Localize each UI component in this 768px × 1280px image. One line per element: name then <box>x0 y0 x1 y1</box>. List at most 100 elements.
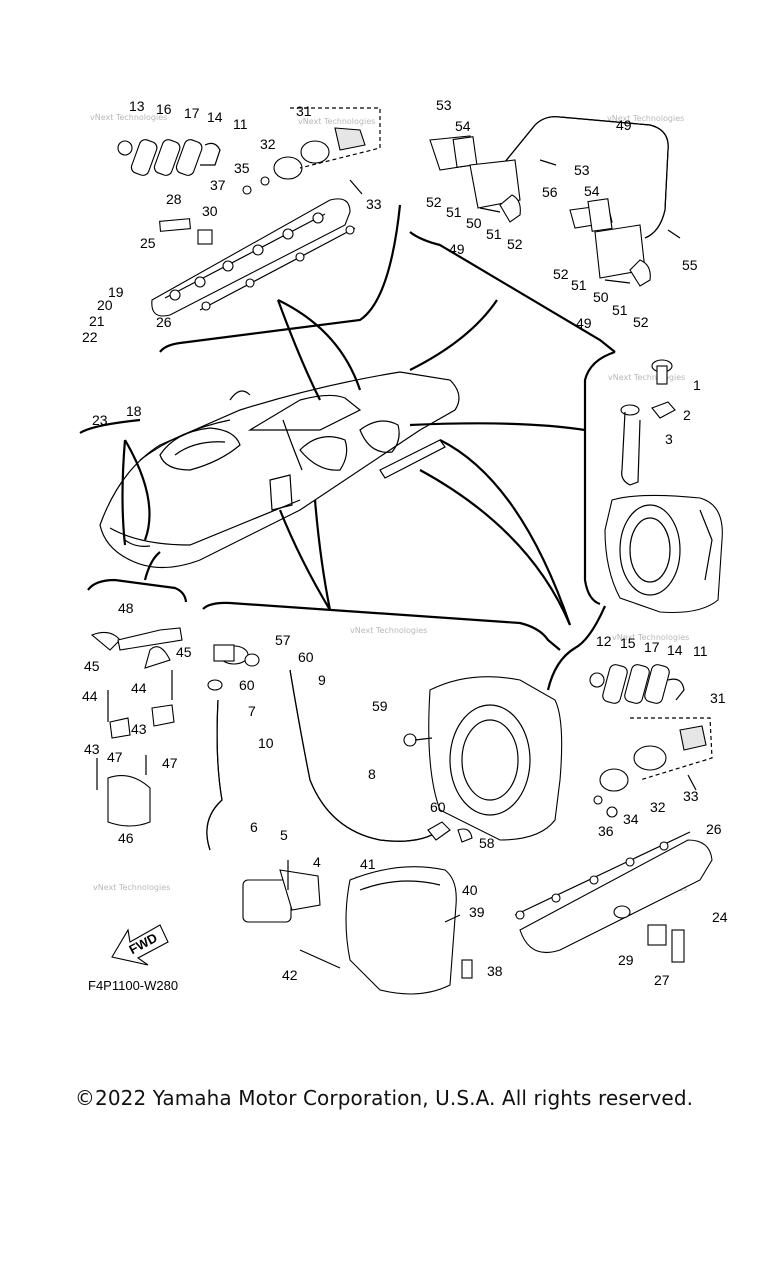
callout-58: 58 <box>479 835 495 851</box>
callout-31: 31 <box>296 103 312 119</box>
callout-49: 49 <box>616 117 632 133</box>
callout-48: 48 <box>118 600 134 616</box>
leader-line <box>409 422 586 432</box>
watermark-text: vNext Technologies <box>607 114 684 123</box>
callout-52: 52 <box>633 314 649 330</box>
leader-line <box>277 299 362 391</box>
callout-47: 47 <box>107 749 123 765</box>
callout-37: 37 <box>210 177 226 193</box>
jet-casting <box>403 676 563 841</box>
callout-54: 54 <box>584 183 600 199</box>
callout-33: 33 <box>366 196 382 212</box>
callout-6: 6 <box>250 819 258 835</box>
leader-line <box>124 439 151 541</box>
right-parts-assembly <box>514 664 713 963</box>
callout-60: 60 <box>239 677 255 693</box>
callout-60: 60 <box>298 649 314 665</box>
copyright-notice: ©2022 Yamaha Motor Corporation, U.S.A. A… <box>74 1086 694 1110</box>
callout-23: 23 <box>92 412 108 428</box>
callout-50: 50 <box>593 289 609 305</box>
callout-32: 32 <box>260 136 276 152</box>
callout-33: 33 <box>683 788 699 804</box>
callout-22: 22 <box>82 329 98 345</box>
bracket-top-right <box>409 231 616 353</box>
callout-47: 47 <box>162 755 178 771</box>
pump-housing-assembly <box>604 359 723 614</box>
leader-line <box>439 439 572 626</box>
bracket-right-mid <box>546 605 607 691</box>
hose-assembly <box>206 644 473 923</box>
section-brackets <box>79 204 616 691</box>
callout-49: 49 <box>576 315 592 331</box>
bracket-set-left <box>90 627 183 827</box>
callout-43: 43 <box>84 741 100 757</box>
bracket-left-mid <box>87 578 188 603</box>
callout-4: 4 <box>313 854 321 870</box>
callout-31: 31 <box>710 690 726 706</box>
callout-2: 2 <box>683 407 691 423</box>
callout-49: 49 <box>449 241 465 257</box>
callout-13: 13 <box>129 98 145 114</box>
bracket-left-small <box>79 418 141 434</box>
callout-45: 45 <box>176 644 192 660</box>
leader-line <box>409 299 498 371</box>
callout-51: 51 <box>486 226 502 242</box>
callout-32: 32 <box>650 799 666 815</box>
callout-3: 3 <box>665 431 673 447</box>
callout-1: 1 <box>693 377 701 393</box>
watercraft-hull <box>99 371 460 569</box>
leader-line <box>278 509 331 611</box>
callout-35: 35 <box>234 160 250 176</box>
callout-15: 15 <box>620 635 636 651</box>
callout-29: 29 <box>618 952 634 968</box>
callout-30: 30 <box>202 203 218 219</box>
callout-39: 39 <box>469 904 485 920</box>
callout-46: 46 <box>118 830 134 846</box>
callout-41: 41 <box>360 856 376 872</box>
diagram-code: F4P1100-W280 <box>88 978 178 993</box>
callout-8: 8 <box>368 766 376 782</box>
callout-52: 52 <box>553 266 569 282</box>
callout-54: 54 <box>455 118 471 134</box>
callout-44: 44 <box>82 688 98 704</box>
watermark-text: vNext Technologies <box>298 117 375 126</box>
callout-18: 18 <box>126 403 142 419</box>
bracket-top-left <box>159 204 402 353</box>
grab-bar-assembly <box>429 116 681 287</box>
callout-12: 12 <box>596 633 612 649</box>
callout-53: 53 <box>574 162 590 178</box>
callout-51: 51 <box>612 302 628 318</box>
callout-56: 56 <box>542 184 558 200</box>
callout-45: 45 <box>84 658 100 674</box>
fwd-arrow-icon: FWD <box>111 924 169 966</box>
callout-11: 11 <box>693 643 708 659</box>
callout-59: 59 <box>372 698 388 714</box>
callout-26: 26 <box>156 314 172 330</box>
grab-handle-assembly <box>117 107 381 317</box>
leader-line <box>276 299 321 401</box>
callout-26: 26 <box>706 821 722 837</box>
callout-14: 14 <box>207 109 223 125</box>
connector-lines <box>121 299 586 626</box>
cover-assembly <box>299 866 473 995</box>
callout-9: 9 <box>318 672 326 688</box>
leader-line <box>313 499 332 611</box>
callout-51: 51 <box>571 277 587 293</box>
callout-52: 52 <box>507 236 523 252</box>
callout-16: 16 <box>156 101 172 117</box>
callout-5: 5 <box>280 827 288 843</box>
watermark-text: vNext Technologies <box>608 373 685 382</box>
watermark-text: vNext Technologies <box>612 633 689 642</box>
callout-24: 24 <box>712 909 728 925</box>
callout-51: 51 <box>446 204 462 220</box>
callout-10: 10 <box>258 735 274 751</box>
callout-17: 17 <box>184 105 200 121</box>
callout-52: 52 <box>426 194 442 210</box>
callout-19: 19 <box>108 284 124 300</box>
bracket-center-mid <box>202 601 561 651</box>
watermark-text: vNext Technologies <box>350 626 427 635</box>
callout-44: 44 <box>131 680 147 696</box>
callout-36: 36 <box>598 823 614 839</box>
callout-42: 42 <box>282 967 298 983</box>
